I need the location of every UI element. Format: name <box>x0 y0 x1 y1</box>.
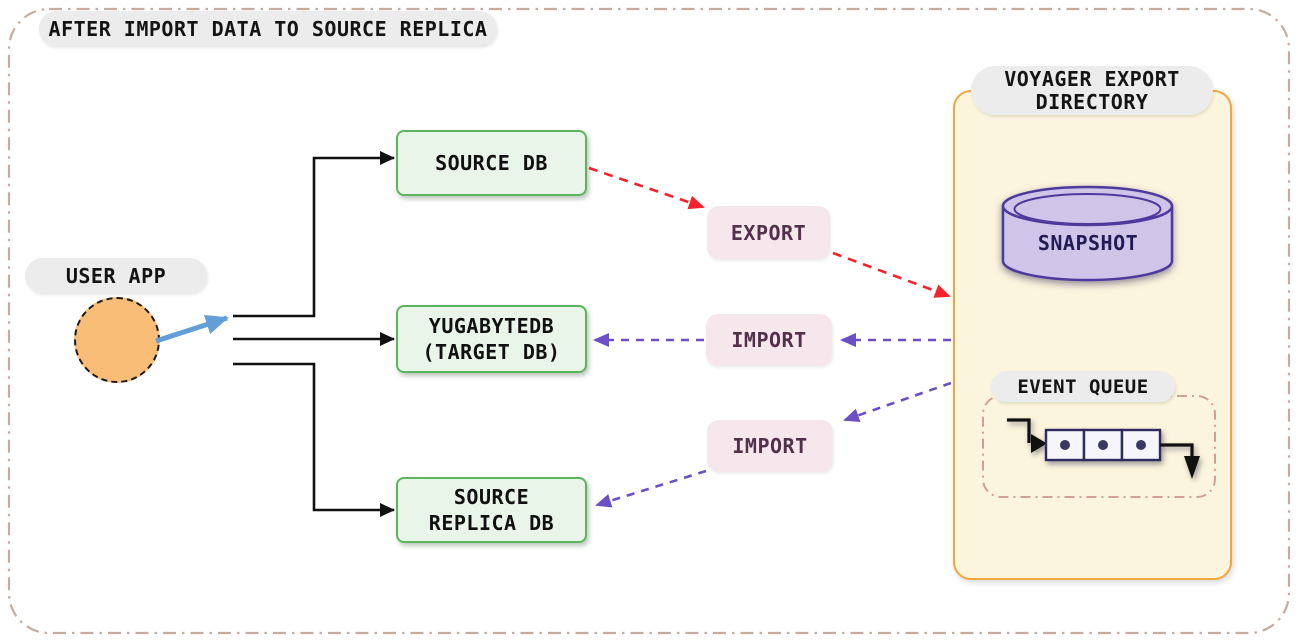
source-replica-db-node: SOURCE REPLICA DB <box>396 477 587 543</box>
snapshot-label: SNAPSHOT <box>1037 231 1139 255</box>
diagram-title: AFTER IMPORT DATA TO SOURCE REPLICA <box>39 11 497 46</box>
source-replica-db-label-line1: SOURCE <box>453 485 530 509</box>
arrow-to-source-db <box>233 151 395 318</box>
import-to-replica-operation-node: IMPORT <box>707 420 833 472</box>
arrow-import-to-replica-db <box>595 469 707 508</box>
user-app-arrow <box>155 314 229 344</box>
arrow-to-source-replica-db <box>233 362 395 517</box>
voyager-label-line1: VOYAGER EXPORT <box>1004 66 1180 91</box>
source-replica-db-label-line2: REPLICA DB <box>428 511 555 535</box>
target-db-node: YUGABYTEDB (TARGET DB) <box>396 305 587 373</box>
import-to-target-operation-node: IMPORT <box>706 314 832 366</box>
user-app-label: USER APP <box>25 258 207 293</box>
source-db-label: SOURCE DB <box>435 151 548 175</box>
export-operation-node: EXPORT <box>707 206 830 259</box>
target-db-label-line2: (TARGET DB) <box>422 340 561 364</box>
arrow-sourcedb-to-export <box>588 166 705 210</box>
user-flow-fork-arrows <box>233 151 395 517</box>
user-app-circle-icon <box>74 297 160 383</box>
source-db-node: SOURCE DB <box>396 130 587 196</box>
target-db-label-line1: YUGABYTEDB <box>428 314 555 338</box>
voyager-export-directory-label: VOYAGER EXPORT DIRECTORY <box>971 66 1213 115</box>
arrow-export-to-voyager <box>832 251 951 298</box>
voyager-export-directory-panel <box>953 90 1232 580</box>
event-queue-label: EVENT QUEUE <box>991 371 1175 402</box>
voyager-label-line2: DIRECTORY <box>1035 89 1149 114</box>
arrow-voyager-to-import-replica <box>843 381 952 422</box>
